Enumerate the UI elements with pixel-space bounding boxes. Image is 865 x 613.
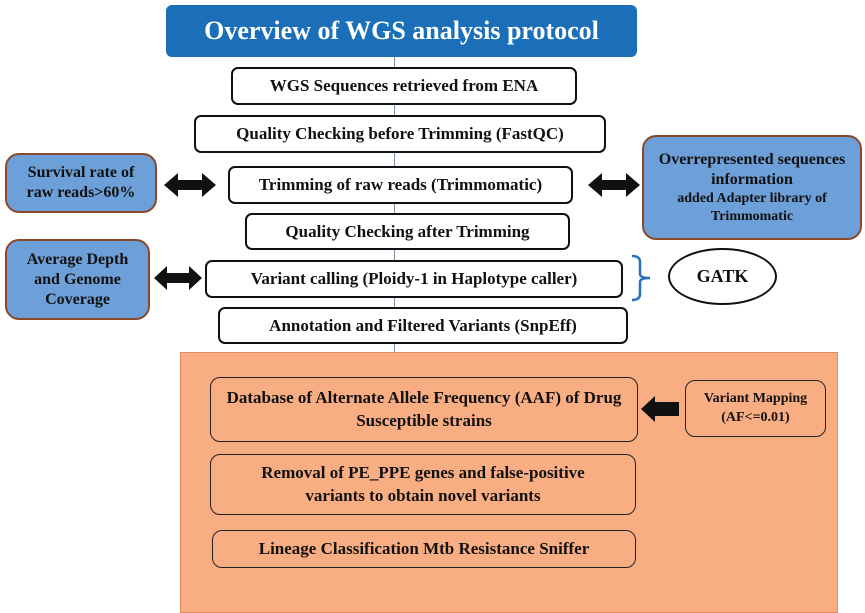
aaf-database-box: Database of Alternate Allele Frequency (…: [210, 377, 638, 442]
double-arrow-icon: [164, 173, 216, 197]
removal-box: Removal of PE_PPE genes and false-positi…: [210, 454, 636, 515]
step-annotation: Annotation and Filtered Variants (SnpEff…: [218, 307, 628, 344]
step-qc-after: Quality Checking after Trimming: [245, 213, 570, 250]
left-arrow-icon: [641, 396, 679, 422]
survival-rate-note: Survival rate of raw reads>60%: [5, 153, 157, 213]
lineage-box: Lineage Classification Mtb Resistance Sn…: [212, 530, 636, 568]
gatk-ellipse: GATK: [668, 248, 777, 305]
depth-coverage-note: Average Depth and Genome Coverage: [5, 239, 150, 320]
title-banner: Overview of WGS analysis protocol: [166, 5, 637, 57]
variant-mapping-box: Variant Mapping (AF<=0.01): [685, 380, 826, 437]
overrep-text: Overrepresented sequences information: [658, 151, 846, 188]
step-retrieve: WGS Sequences retrieved from ENA: [231, 67, 577, 105]
bracket-icon: [631, 254, 651, 302]
step-variant-calling: Variant calling (Ploidy-1 in Haplotype c…: [205, 260, 623, 298]
double-arrow-icon: [154, 266, 202, 290]
double-arrow-icon: [588, 173, 640, 197]
overrep-text-2: added Adapter library of Trimmomatic: [677, 191, 827, 224]
connector-line: [394, 57, 395, 353]
step-qc-before: Quality Checking before Trimming (FastQC…: [194, 115, 606, 153]
step-trimming: Trimming of raw reads (Trimmomatic): [228, 166, 573, 204]
